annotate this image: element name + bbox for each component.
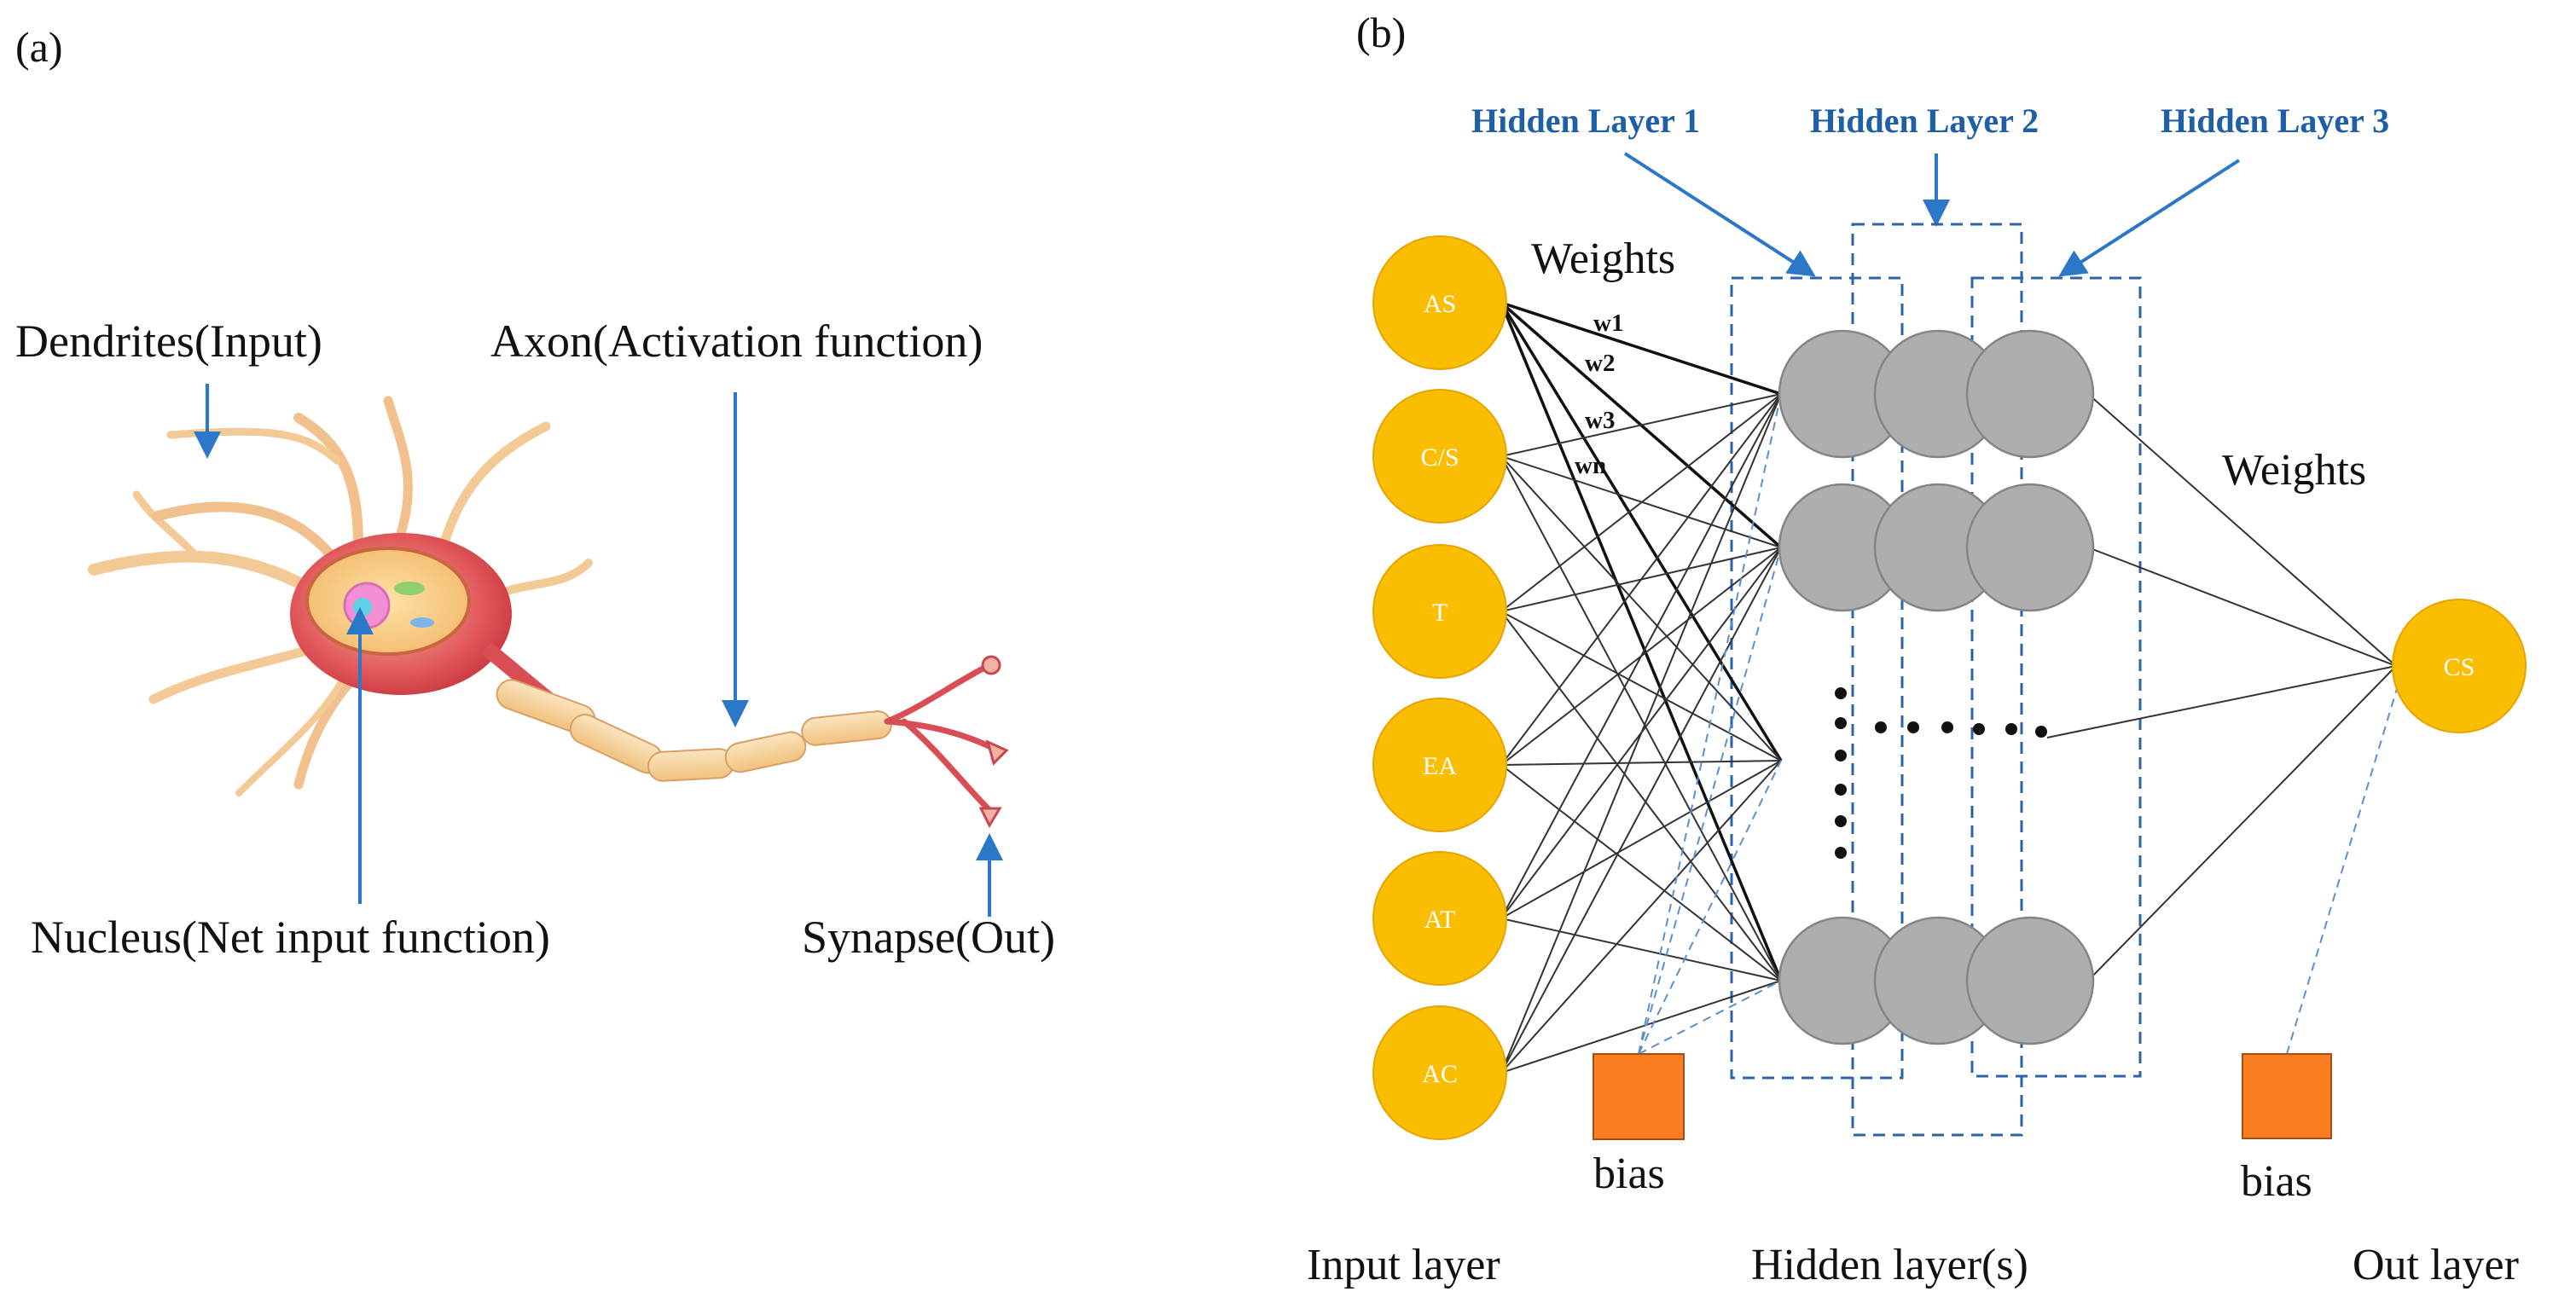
input-layer-label: Input layer [1307, 1241, 1500, 1289]
output-node-label: CS [2444, 653, 2475, 681]
connection-input-6-hidden-1 [1500, 393, 1782, 1074]
neuron-illustration [88, 396, 1009, 829]
dendrites-label: Dendrites(Input) [15, 316, 322, 367]
weight-label-w1: w1 [1593, 310, 1623, 337]
connection-input-1-hidden-1 [1500, 301, 1782, 396]
hidden-layer-1-title: Hidden Layer 1 [1471, 101, 1700, 140]
connection-input-6-hidden-4 [1500, 980, 1782, 1074]
input-node-label: AS [1424, 290, 1456, 318]
panel-a: (a) Dendrites(Input) Axon(Activation fun… [15, 23, 1055, 963]
hidden-neuron-row-1-layer-3 [1965, 329, 2095, 459]
dendrites [88, 396, 593, 796]
bias-box-right [2242, 1053, 2332, 1139]
connection-input-1-hidden-3 [1500, 302, 1783, 762]
connection-input-5-hidden-1 [1500, 393, 1782, 919]
panel-b-label: (b) [1356, 9, 1406, 56]
input-node-label: AT [1424, 906, 1456, 934]
nucleus-label: Nucleus(Net input function) [31, 912, 550, 963]
connection-hidden-3-output [2046, 665, 2397, 738]
bias-connection-hidden-2 [1638, 547, 1782, 1055]
connection-input-2-hidden-4 [1500, 455, 1782, 982]
input-node-label: EA [1423, 752, 1457, 780]
input-node-5 [1372, 851, 1507, 986]
hidden-layer-2-title: Hidden Layer 2 [1810, 101, 2039, 140]
output-layer-label: Out layer [2353, 1241, 2519, 1289]
ellipsis-dots [1835, 687, 2047, 859]
bias-connection-hidden-4 [1638, 980, 1782, 1055]
connection-input-2-hidden-1 [1500, 393, 1782, 457]
connection-input-5-hidden-3 [1500, 760, 1782, 919]
connection-input-4-hidden-3 [1500, 760, 1782, 766]
output-node [2392, 599, 2527, 733]
nucleolus [353, 598, 372, 617]
axon-label: Axon(Activation function) [490, 316, 983, 367]
weight-label-w2: w2 [1585, 350, 1615, 377]
input-node-label: AC [1422, 1060, 1458, 1088]
synapse-label: Synapse(Out) [802, 912, 1055, 963]
weight-label-w3: w3 [1585, 407, 1615, 434]
bias-box-left [1593, 1053, 1685, 1140]
weights-label-right: Weights [2222, 446, 2366, 495]
hidden-layer-2-box [1851, 223, 2023, 1137]
connection-input-3-hidden-4 [1500, 611, 1782, 982]
connection-hidden-1-output [2087, 393, 2397, 667]
input-node-2 [1372, 389, 1507, 524]
nodes: AS C/S T EA AT AC CS [1372, 235, 2527, 1140]
connection-input-2-hidden-3 [1500, 455, 1782, 762]
input-node-1 [1372, 235, 1507, 370]
bias-label-left: bias [1593, 1150, 1665, 1198]
panel-b: (b) Hidden Layer 1 Hidden Layer 2 Hidden… [1307, 9, 2527, 1289]
hidden-neuron-row-3-layer-3 [1965, 916, 2095, 1045]
input-node-4 [1372, 698, 1507, 832]
axon [481, 641, 1009, 829]
hidden-layer-3-box [1970, 276, 2142, 1078]
connection-hidden-4-output [2087, 665, 2397, 982]
connections [1500, 301, 2402, 1074]
input-node-label: T [1432, 599, 1448, 627]
hidden-layer-3-title: Hidden Layer 3 [2161, 101, 2389, 140]
connection-input-5-hidden-4 [1500, 918, 1782, 982]
bias-connection-hidden-3 [1638, 760, 1782, 1055]
connection-input-6-hidden-3 [1500, 760, 1782, 1074]
hidden-neuron-row-2-layer-3 [1965, 483, 2095, 612]
connection-input-1-hidden-4 [1500, 302, 1783, 982]
weight-label-wn: wn [1575, 452, 1606, 479]
connection-input-4-hidden-4 [1500, 764, 1782, 982]
connection-input-3-hidden-1 [1500, 393, 1782, 612]
bias-label-right: bias [2241, 1157, 2312, 1206]
panel-a-label: (a) [15, 23, 63, 71]
connection-input-6-hidden-2 [1500, 547, 1782, 1074]
hidden-layer-1-pointer [1623, 152, 1816, 277]
weights-label-left: Weights [1531, 235, 1675, 283]
connection-hidden-2-output [2087, 547, 2397, 667]
bias-connection-output [2286, 674, 2402, 1055]
connection-input-3-hidden-3 [1500, 611, 1782, 762]
hidden-layers-label: Hidden layer(s) [1751, 1241, 2028, 1289]
bias-connection-hidden-1 [1638, 393, 1782, 1055]
input-node-label: C/S [1420, 443, 1459, 472]
input-node-6 [1372, 1005, 1507, 1140]
connection-input-4-hidden-1 [1500, 393, 1782, 766]
input-node-3 [1372, 544, 1507, 679]
hidden-layer-3-pointer [2058, 159, 2241, 277]
